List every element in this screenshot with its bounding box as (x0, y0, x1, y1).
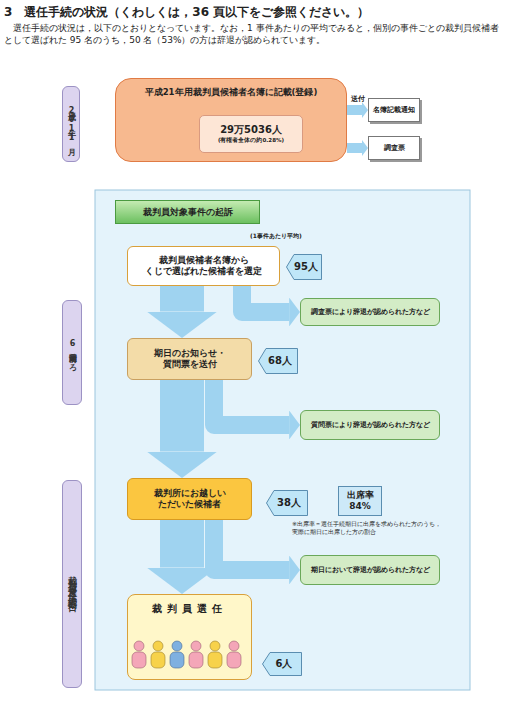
tag-outline (259, 349, 298, 374)
document-box: 名簿記載通知 (368, 98, 420, 122)
flow-arrow (214, 380, 289, 425)
process-box: 期日のお知らせ・ 質問票を送付 (127, 338, 252, 380)
node-text: 68人 (264, 355, 292, 368)
node-text: 調査票 (384, 144, 405, 153)
node-text: (有権者全体の約0.28%) (218, 137, 284, 144)
node-text: 裁判員対象事件の起訴 (143, 207, 233, 218)
selection-box: 裁判員選任 (127, 594, 252, 680)
node-text: 調査票により辞退が認められた方など (311, 308, 430, 317)
footnote: ※出席率＝選任手続期日に出席を求められた方のうち， 実際に期日に出席した方の割合 (292, 520, 452, 536)
decline-box: 調査票により辞退が認められた方など (300, 298, 440, 326)
node-text: 裁判員等選任手続期日 (66, 569, 77, 599)
node-text: 平成21年用裁判員候補者名簿に記載(登録) (145, 87, 318, 98)
flow-arrow (347, 105, 362, 115)
registry-box: 平成21年用裁判員候補者名簿に記載(登録) 29万5036人(有権者全体の約0.2… (115, 78, 347, 162)
intro-note: 選任手続の状況は，以下のとおりとなっています。なお，1 事件あたりの平均でみると… (4, 22, 502, 46)
node-text: 裁判員選任 (152, 603, 227, 616)
average-note: (1事件あたり平均) (250, 232, 302, 241)
flow-arrow (242, 286, 289, 312)
decline-box: 質問票により辞退が認められた方など (300, 410, 440, 440)
process-box: 裁判員候補者名簿から くじで選ばれた候補者を選定 (127, 246, 280, 286)
section-heading: 3 選任手続の状況（くわしくは，36 頁以下をご参照ください。） (4, 4, 502, 21)
count-tag: 68人 (258, 348, 298, 374)
flow-arrow (160, 520, 204, 568)
flow-panel (95, 190, 470, 690)
edge-label: 送付 (351, 94, 365, 104)
count-tag: 6人 (262, 652, 302, 676)
count-tag: 38人 (266, 490, 308, 516)
count-box: 29万5036人(有権者全体の約0.28%) (199, 115, 303, 153)
flow-arrow (160, 380, 204, 452)
node-text: 6人 (272, 658, 293, 671)
decline-box: 期日において辞退が認められた方など (300, 555, 440, 585)
tag-outline (267, 491, 308, 516)
time-band: 裁判員等選任手続期日 (62, 480, 82, 688)
flow-arrow (160, 286, 204, 312)
node-text: 期日のお知らせ・ 質問票を送付 (128, 348, 251, 369)
count-tag: 95人 (286, 254, 322, 280)
time-band: 6週間前ころ (62, 300, 82, 405)
process-box: 裁判所にお越しい ただいた候補者 (127, 478, 252, 520)
flow-arrow (347, 143, 362, 153)
node-text: 裁判員候補者名簿から くじで選ばれた候補者を選定 (128, 255, 279, 278)
people-icons (132, 641, 241, 668)
node-text: 平成20年11月 (66, 106, 76, 142)
node-text: 裁判所にお越しい ただいた候補者 (128, 488, 251, 509)
tag-outline (263, 653, 302, 676)
rate-box: 出席率 84% (338, 486, 382, 516)
time-band: 平成20年11月 (62, 86, 80, 162)
flow-arrow (214, 520, 289, 570)
node-text: 名簿記載通知 (373, 106, 415, 115)
node-text: 出席率 84% (339, 490, 381, 513)
node-text: 95人 (290, 261, 318, 274)
tag-outline (287, 255, 322, 280)
event-tab: 裁判員対象事件の起訴 (115, 200, 260, 224)
node-text: 期日において辞退が認められた方など (311, 566, 430, 575)
node-text: 質問票により辞退が認められた方など (311, 421, 430, 430)
document-box: 調査票 (368, 136, 420, 160)
node-text: 29万5036人 (220, 124, 282, 137)
node-text: 6週間前ころ (67, 339, 77, 366)
node-text: 38人 (273, 497, 301, 510)
